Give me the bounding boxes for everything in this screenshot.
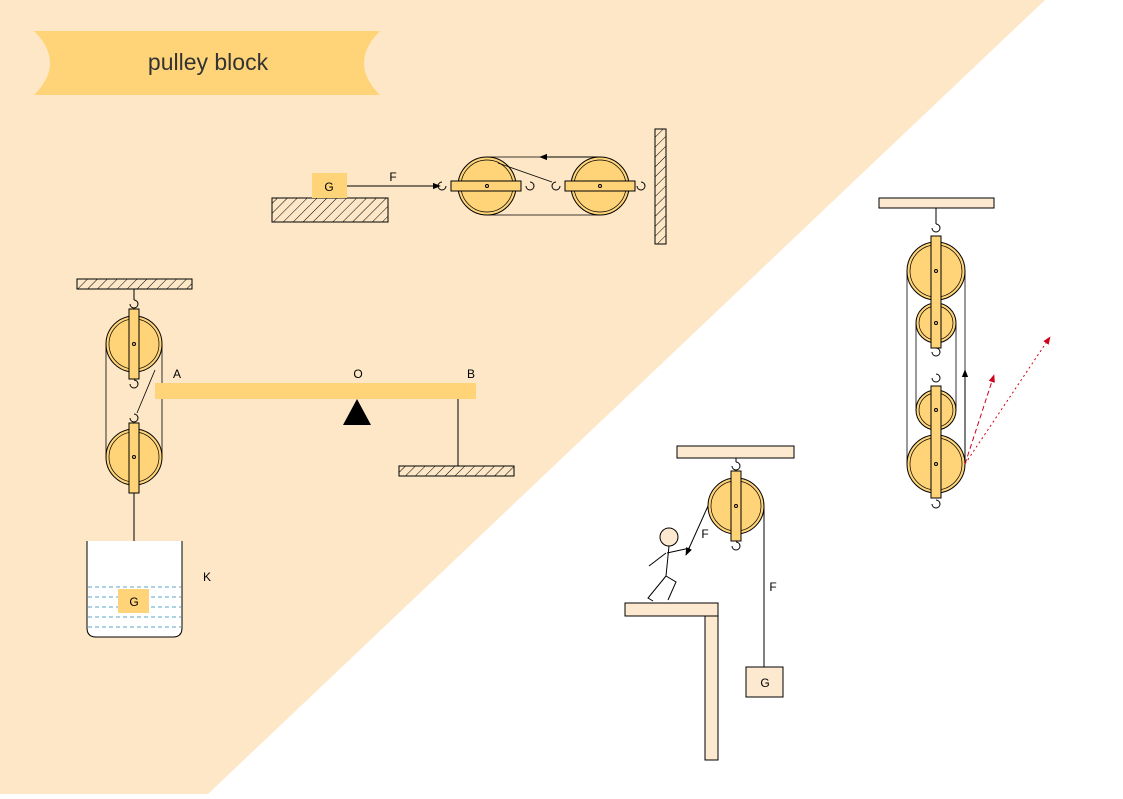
platform-post <box>704 615 719 761</box>
hatched-wall <box>654 128 667 245</box>
container-label: K <box>203 570 211 584</box>
lever-pulley-system: A O B F G K <box>76 278 515 638</box>
pulley-wheel <box>450 156 522 216</box>
weight-block <box>118 589 149 613</box>
pull-direction-arrow <box>964 336 1051 465</box>
person-figure <box>647 527 691 602</box>
hatched-ground <box>271 197 389 223</box>
ceiling-beam <box>878 197 995 209</box>
lever-beam <box>155 383 476 399</box>
person-pulley-system: F F G <box>624 445 795 761</box>
horizontal-pulley-system: G F <box>271 128 667 245</box>
fulcrum <box>343 399 371 425</box>
weight-block <box>312 173 347 198</box>
point-a-label: A <box>173 367 181 381</box>
weight-block <box>745 666 784 698</box>
weight-label: G <box>129 595 138 609</box>
title-banner: pulley block <box>34 31 380 95</box>
pull-direction-arrow <box>964 374 995 465</box>
hatched-ground <box>398 465 515 477</box>
page-title: pulley block <box>148 49 269 75</box>
pulley-wheel <box>105 422 163 494</box>
water-surface <box>88 586 181 628</box>
pulley-wheel <box>707 470 765 542</box>
compound-pulley-block <box>878 197 1051 509</box>
point-o-label: O <box>353 367 362 381</box>
point-b-label: B <box>467 367 475 381</box>
force-label: F <box>389 170 396 184</box>
ceiling-beam <box>676 445 795 459</box>
force-label: F <box>701 527 708 541</box>
weight-label: G <box>760 676 769 690</box>
force-arrow <box>685 505 709 556</box>
hatched-ceiling <box>76 278 193 290</box>
platform <box>624 602 719 617</box>
background-triangle <box>0 0 1045 794</box>
force-label: F <box>769 580 776 594</box>
weight-label: G <box>324 180 333 194</box>
